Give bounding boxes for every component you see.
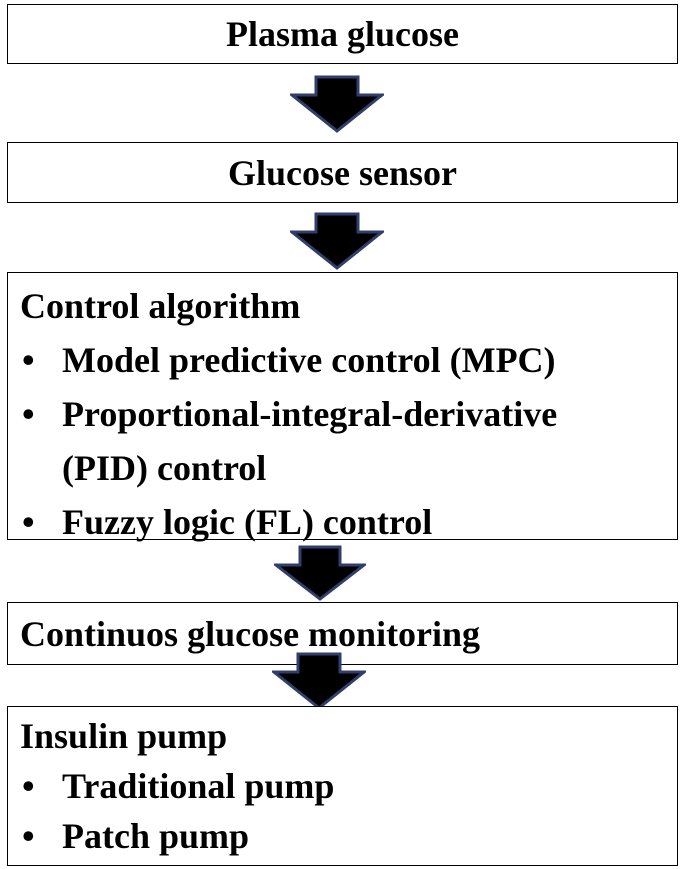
bullet-icon: • [22,502,35,542]
glucose-sensor-box: Glucose sensor [7,142,678,203]
list-item-text: Model predictive control (MPC) [62,340,556,380]
bullet-icon: • [22,340,35,380]
insulin-pump-box: Insulin pump • Traditional pump • Patch … [7,706,678,866]
down-arrow-icon [290,212,384,270]
control-algorithm-list: • Model predictive control (MPC) • Propo… [20,333,677,549]
down-arrow-icon [272,652,366,710]
bullet-icon: • [22,766,35,806]
list-item: • Patch pump [20,811,677,861]
list-item-text: Traditional pump [62,766,335,806]
list-item-text: Proportional-integral-derivative [62,394,558,434]
list-item-text: Fuzzy logic (FL) control [62,502,433,542]
bullet-icon: • [22,394,35,434]
list-item-text: (PID) control [62,448,267,488]
list-item: • Proportional-integral-derivative [20,387,677,441]
list-item-text: Patch pump [62,816,250,856]
insulin-pump-heading: Insulin pump [20,716,228,756]
down-arrow-icon [274,545,366,601]
down-arrow-icon [290,75,384,133]
control-algorithm-heading: Control algorithm [20,286,301,326]
insulin-pump-list: • Traditional pump • Patch pump [20,761,677,861]
cgm-box: Continuos glucose monitoring [7,602,678,665]
list-item: • Fuzzy logic (FL) control [20,495,677,549]
cgm-label: Continuos glucose monitoring [20,613,481,654]
plasma-glucose-label: Plasma glucose [226,14,459,54]
bullet-icon: • [22,816,35,856]
plasma-glucose-box: Plasma glucose [7,4,678,64]
list-item: • Traditional pump [20,761,677,811]
list-item-continuation: (PID) control [20,441,677,495]
glucose-sensor-label: Glucose sensor [228,152,457,193]
list-item: • Model predictive control (MPC) [20,333,677,387]
control-algorithm-box: Control algorithm • Model predictive con… [7,272,678,542]
